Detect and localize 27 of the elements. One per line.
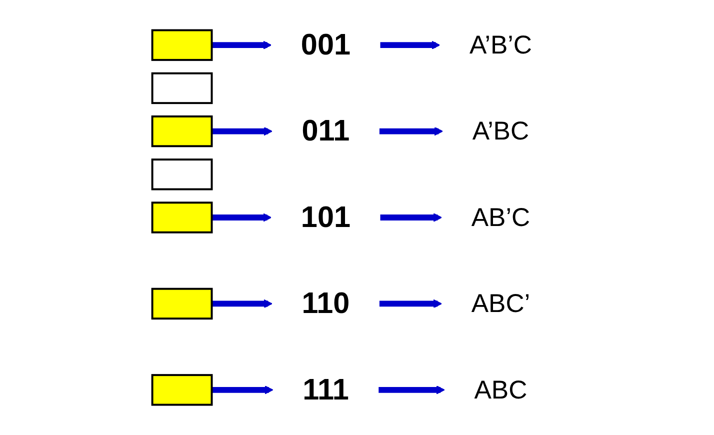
node-box [151,29,213,61]
node-text: ABC [474,374,528,404]
node-text: A’BC [472,116,530,146]
arrow [212,213,272,222]
node-text: 110 [302,287,350,320]
node-box [151,374,213,406]
node-text: 111 [302,374,349,406]
node-box [151,115,213,148]
arrow [212,126,272,136]
node-box [151,72,213,104]
arrow [379,299,442,308]
node-box [151,202,213,234]
node-text: AB’C [471,202,530,232]
node-box [151,288,213,320]
arrow [212,40,272,50]
arrow [379,126,443,136]
node-text: ABC’ [471,288,530,318]
arrow [380,213,442,222]
node-text: 001 [300,28,351,62]
arrow [212,386,274,394]
arrow [212,299,272,308]
arrow [378,386,445,394]
node-text: A’B’C [469,30,532,60]
arrow [380,40,440,50]
node-box [151,158,213,190]
node-text: 101 [300,201,351,234]
node-text: 011 [302,114,350,148]
